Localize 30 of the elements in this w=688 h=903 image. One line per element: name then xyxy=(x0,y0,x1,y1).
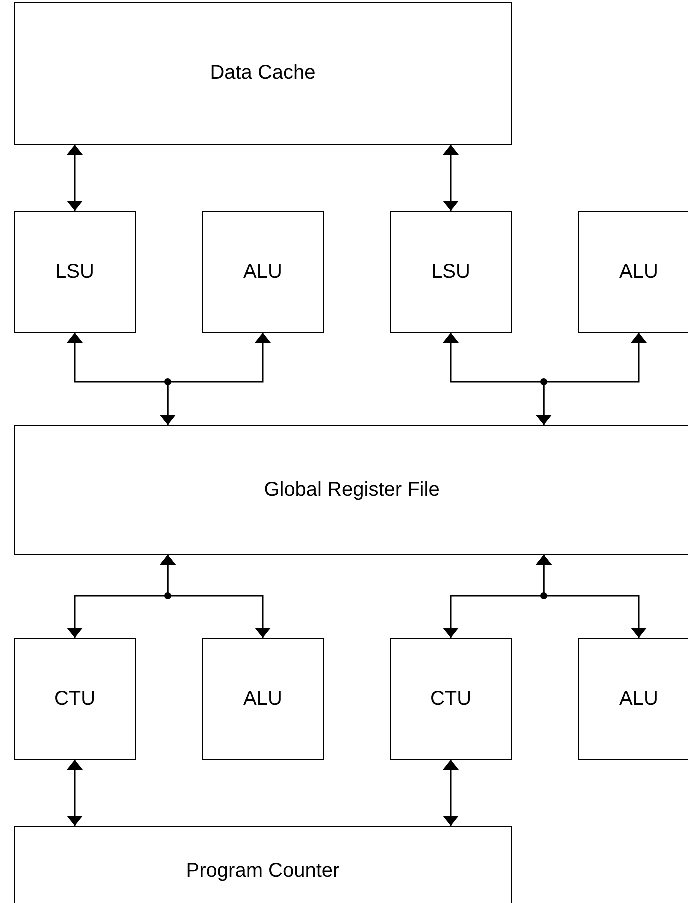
arrow xyxy=(539,333,644,425)
arrow xyxy=(446,760,456,826)
arrow xyxy=(446,145,456,211)
block-box xyxy=(202,638,324,760)
block-label: LSU xyxy=(56,260,94,284)
arrow xyxy=(163,333,268,425)
block-label: Program Counter xyxy=(186,860,340,882)
block-label: ALU xyxy=(620,688,658,710)
arrow xyxy=(70,760,80,826)
block-box xyxy=(390,211,512,333)
block-box xyxy=(578,211,688,333)
arrow xyxy=(539,555,644,638)
block-label: Global Register File xyxy=(264,478,440,502)
block-label: ALU xyxy=(244,260,282,284)
block-label: CTU xyxy=(54,688,96,710)
block-box xyxy=(390,638,512,760)
arrow xyxy=(163,555,268,638)
block-label: ALU xyxy=(620,260,658,284)
block-box xyxy=(14,638,136,760)
block-box xyxy=(14,826,512,903)
block-label: ALU xyxy=(244,688,282,710)
block-box xyxy=(14,211,136,333)
block-box xyxy=(14,2,512,145)
block-box xyxy=(14,425,688,555)
block-box xyxy=(202,211,324,333)
arrow xyxy=(70,145,80,211)
block-label: CTU xyxy=(430,688,472,710)
block-label: Data Cache xyxy=(210,62,316,85)
block-box xyxy=(578,638,688,760)
block-label: LSU xyxy=(432,260,470,284)
